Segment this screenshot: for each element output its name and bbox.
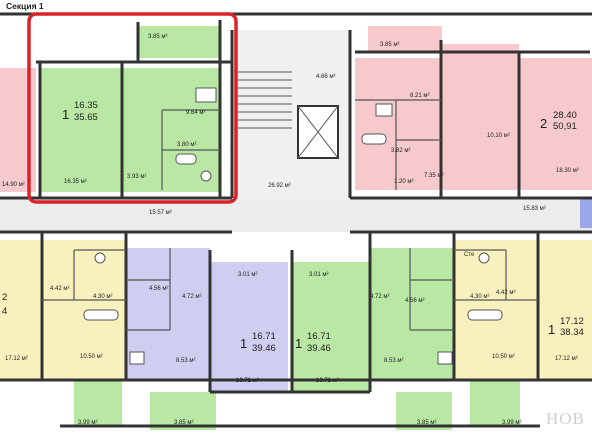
stove-icon: [129, 351, 145, 365]
room-area: 3.01 м²: [238, 272, 257, 278]
room-area: 3.99 м²: [502, 420, 521, 426]
walls: [0, 12, 592, 428]
edge-marker: [580, 198, 592, 228]
room-area: 4.30 м²: [470, 294, 489, 300]
total-area: 39.46: [307, 343, 331, 354]
living-area: 16.71: [307, 331, 331, 342]
selection-frame: [27, 12, 238, 204]
room-area: 15.83 м²: [523, 206, 546, 212]
apartment-top-right[interactable]: [355, 26, 592, 190]
bathtub-icon: [361, 133, 387, 145]
apartment-label-f: 2 4: [2, 292, 7, 317]
bathtub-icon: [467, 309, 503, 321]
room-area: 3.85 м²: [380, 42, 399, 48]
room-area: 3.01 м²: [309, 272, 328, 278]
room-area: 4.72 м²: [370, 294, 389, 300]
room-area: 3.85 м²: [174, 420, 193, 426]
room-area: 3.99 м²: [78, 420, 97, 426]
room-area: 3.80 м²: [177, 142, 196, 148]
living-area: 16.35: [74, 100, 98, 111]
total-area: 4: [2, 306, 7, 317]
room-area: 10.50 м²: [492, 354, 515, 360]
living-area: 16.71: [252, 331, 276, 342]
apartment-bottom-center-left[interactable]: [126, 248, 288, 430]
room-area: 9.64 м²: [186, 110, 205, 116]
room-area: 16.71 м²: [236, 378, 259, 384]
room-area: 3.85 м²: [148, 34, 167, 40]
stove-icon: [437, 351, 453, 365]
apartment-label-d: 1 16.71 39.46: [295, 331, 331, 354]
thin-partitions: [42, 99, 538, 331]
room-area: 10.50 м²: [80, 354, 103, 360]
rooms-count: 1: [240, 336, 247, 351]
rooms-count: 1: [295, 336, 302, 351]
living-area: 17.12: [560, 316, 584, 327]
total-area: 50,91: [553, 121, 577, 132]
bathtub-icon: [175, 153, 197, 165]
wall-note: Сте: [464, 252, 475, 258]
room-area: 4.56 м²: [405, 298, 424, 304]
apartment-label-e: 1 17.12 38.34: [548, 316, 584, 338]
room-area: 4.56 м²: [149, 286, 168, 292]
room-area: 8.53 м²: [176, 358, 195, 364]
total-area: 38.34: [560, 327, 584, 338]
section-title: Секция 1: [6, 1, 44, 11]
room-area: 18.30 м²: [556, 168, 579, 174]
room-area: 17.12 м²: [555, 356, 578, 362]
room-area: 16.35 м²: [64, 179, 87, 185]
room-area: 3.85 м²: [417, 420, 436, 426]
apartment-label-b: 2 28.40 50,91: [540, 110, 577, 132]
room-area: 17.12 м²: [5, 356, 28, 362]
living-area: 28.40: [553, 110, 577, 121]
room-area: 3.93 м²: [127, 174, 146, 180]
room-area: 8.21 м²: [410, 93, 429, 99]
staircase: [238, 71, 292, 129]
room-area: 16.71 м²: [316, 378, 339, 384]
room-area: 4.30 м²: [93, 294, 112, 300]
room-area: 4.42 м²: [50, 286, 69, 292]
apartment-label-c: 1 16.71 39.46: [240, 331, 276, 354]
room-area: 14.90 м²: [2, 182, 25, 188]
room-area: 3.82 м²: [391, 148, 410, 154]
apartment-top-left[interactable]: [40, 26, 220, 192]
toilet-icon: [478, 252, 490, 264]
toilet-icon: [94, 252, 106, 264]
apartment-bottom-right[interactable]: [454, 240, 592, 426]
room-area: 4.72 м²: [182, 294, 201, 300]
room-area: 10.10 м²: [487, 133, 510, 139]
rooms-count: 1: [62, 107, 69, 122]
bathtub-icon: [83, 309, 119, 321]
total-area: 35.65: [74, 112, 98, 123]
room-area: 8.53 м²: [384, 358, 403, 364]
stove-icon: [375, 103, 393, 117]
room-area: 26.92 м²: [268, 183, 291, 189]
total-area: 39.46: [252, 343, 276, 354]
apartment-bottom-left[interactable]: [0, 240, 126, 426]
toilet-icon: [200, 170, 212, 182]
room-area: 1.20 м²: [394, 179, 413, 185]
elevator-shaft: [297, 105, 339, 159]
rooms-count: 2: [2, 292, 7, 303]
stove-icon: [195, 87, 217, 103]
watermark-logo: НОВ: [546, 409, 585, 428]
room-area: 4.42 м²: [496, 290, 515, 296]
room-area: 7.35 м²: [424, 173, 443, 179]
rooms-count: 1: [548, 322, 555, 337]
room-area: 4.66 м²: [316, 74, 335, 80]
room-area: 15.57 м²: [149, 210, 172, 216]
apartment-label-a: 1 16.35 35.65: [62, 100, 98, 123]
sanitary-fixtures: [83, 87, 503, 365]
rooms-count: 2: [540, 116, 547, 131]
